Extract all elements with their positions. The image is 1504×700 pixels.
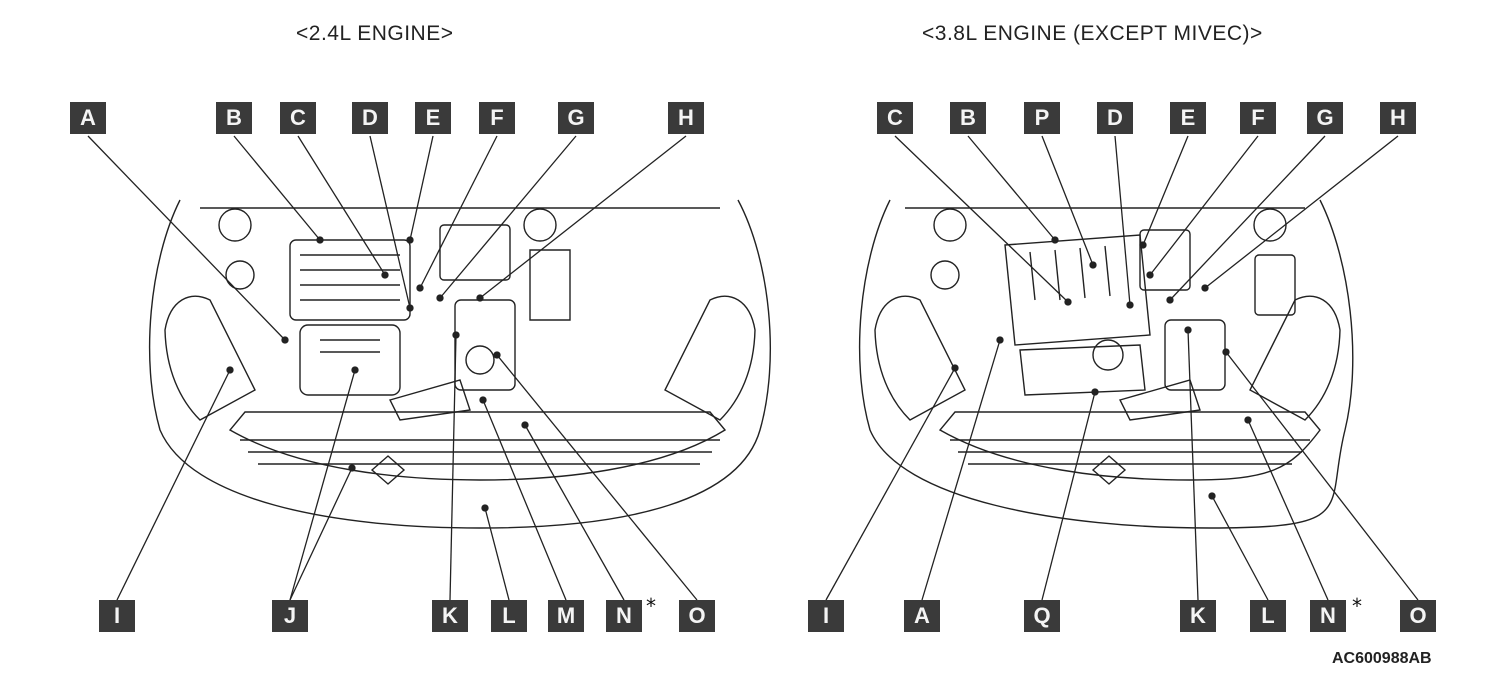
callout-label: J (272, 600, 308, 632)
asterisk-note: * (646, 594, 656, 618)
callout-label: I (808, 600, 844, 632)
title-2-4l-engine: <2.4L ENGINE> (296, 22, 454, 45)
callout-label: K (1180, 600, 1216, 632)
right-leader-lines (825, 135, 1419, 601)
callout-label: G (558, 102, 594, 134)
callout-label: P (1024, 102, 1060, 134)
callout-label: M (548, 600, 584, 632)
callout-label: L (1250, 600, 1286, 632)
callout-label: A (904, 600, 940, 632)
callout-label: H (668, 102, 704, 134)
callout-label: H (1380, 102, 1416, 134)
callout-label: O (1400, 600, 1436, 632)
callout-label: A (70, 102, 106, 134)
callout-label: N (1310, 600, 1346, 632)
callout-label: F (479, 102, 515, 134)
callout-label: E (1170, 102, 1206, 134)
left-engine-drawing (148, 199, 771, 529)
callout-label: C (280, 102, 316, 134)
callout-label: D (1097, 102, 1133, 134)
callout-label: E (415, 102, 451, 134)
callout-label: B (950, 102, 986, 134)
callout-label: F (1240, 102, 1276, 134)
callout-label: K (432, 600, 468, 632)
callout-label: I (99, 600, 135, 632)
left-leader-lines (87, 135, 698, 601)
callout-label: C (877, 102, 913, 134)
callout-label: B (216, 102, 252, 134)
callout-label: Q (1024, 600, 1060, 632)
callout-label: N (606, 600, 642, 632)
callout-label: D (352, 102, 388, 134)
figure-code: AC600988AB (1332, 650, 1432, 667)
title-3-8l-engine: <3.8L ENGINE (EXCEPT MIVEC)> (922, 22, 1263, 45)
callout-label: O (679, 600, 715, 632)
callout-label: L (491, 600, 527, 632)
right-engine-drawing (858, 199, 1354, 529)
callout-label: G (1307, 102, 1343, 134)
asterisk-note: * (1352, 594, 1362, 618)
